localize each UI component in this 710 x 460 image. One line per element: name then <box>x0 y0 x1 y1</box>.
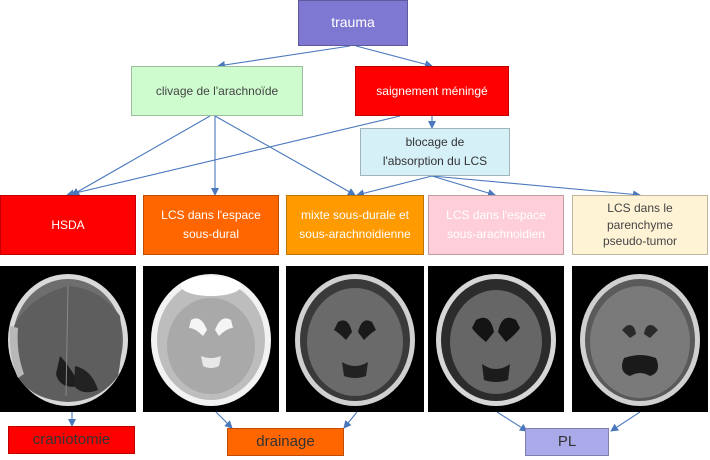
arrow-blocage-parenchyme <box>431 175 641 199</box>
node-clivage-label: clivage de l'arachnoïde <box>155 83 279 98</box>
node-lcs-parenchyme: LCS dans le parenchyme pseudo-tumor <box>572 195 708 255</box>
node-lcs-sous-dural: LCS dans l'espace sous-dural <box>143 195 279 255</box>
node-drainage-label: drainage <box>256 433 315 451</box>
node-blocage: blocage de l'absorption du LCS <box>360 128 510 176</box>
node-hsda-label: HSDA <box>51 217 85 232</box>
ct-scan-icon <box>580 274 700 406</box>
arrow-blocage-mixte <box>356 175 433 198</box>
ct-scan-icon <box>295 274 415 406</box>
node-lcs-parenchyme-label: LCS dans le parenchyme pseudo-tumor <box>602 200 678 249</box>
node-craniotomie-label: craniotomie <box>32 431 111 449</box>
node-mixte: mixte sous-durale et sous-arachnoidienne <box>286 195 424 255</box>
scan-sous-arach <box>428 266 564 412</box>
node-pl-label: PL <box>557 433 577 451</box>
node-lcs-sous-arach-label: LCS dans l'espace sous-arachnoidien <box>446 208 546 241</box>
node-trauma-label: trauma <box>331 14 375 31</box>
arrow-scan-drainage <box>215 411 233 429</box>
arrow-blocage-sous-arach <box>431 175 496 197</box>
node-clivage: clivage de l'arachnoïde <box>131 66 303 116</box>
arrow-scan-pl <box>496 411 528 432</box>
arrow-clivage-mixte <box>214 115 356 196</box>
node-craniotomie: craniotomie <box>8 426 135 454</box>
arrow-trauma-clivage <box>217 45 351 69</box>
arrow-scan-drainage-2 <box>343 411 358 429</box>
arrow-clivage-hsda <box>71 115 211 196</box>
ct-scan-icon <box>151 274 271 406</box>
node-pl: PL <box>525 428 609 456</box>
node-blocage-label: blocage de l'absorption du LCS <box>382 135 488 168</box>
node-lcs-sous-dural-label: LCS dans l'espace sous-dural <box>161 208 261 241</box>
node-trauma: trauma <box>298 0 408 46</box>
scan-parenchyme <box>572 266 708 412</box>
node-saignement-label: saignement méningé <box>376 83 488 98</box>
ct-scan-icon <box>8 274 128 406</box>
arrow-trauma-saignement <box>355 45 433 69</box>
arrow-saignement-hsda <box>66 115 401 198</box>
node-lcs-sous-arach: LCS dans l'espace sous-arachnoidien <box>428 195 564 255</box>
node-drainage: drainage <box>227 428 344 456</box>
scan-hsda <box>0 266 136 412</box>
node-hsda: HSDA <box>0 195 136 255</box>
node-saignement: saignement méningé <box>355 66 509 116</box>
scan-sous-dural <box>143 266 279 412</box>
ct-scan-icon <box>436 274 556 406</box>
node-mixte-label: mixte sous-durale et sous-arachnoidienne <box>299 208 411 241</box>
arrow-scan-pl-2 <box>610 411 641 432</box>
scan-mixte <box>286 266 424 412</box>
